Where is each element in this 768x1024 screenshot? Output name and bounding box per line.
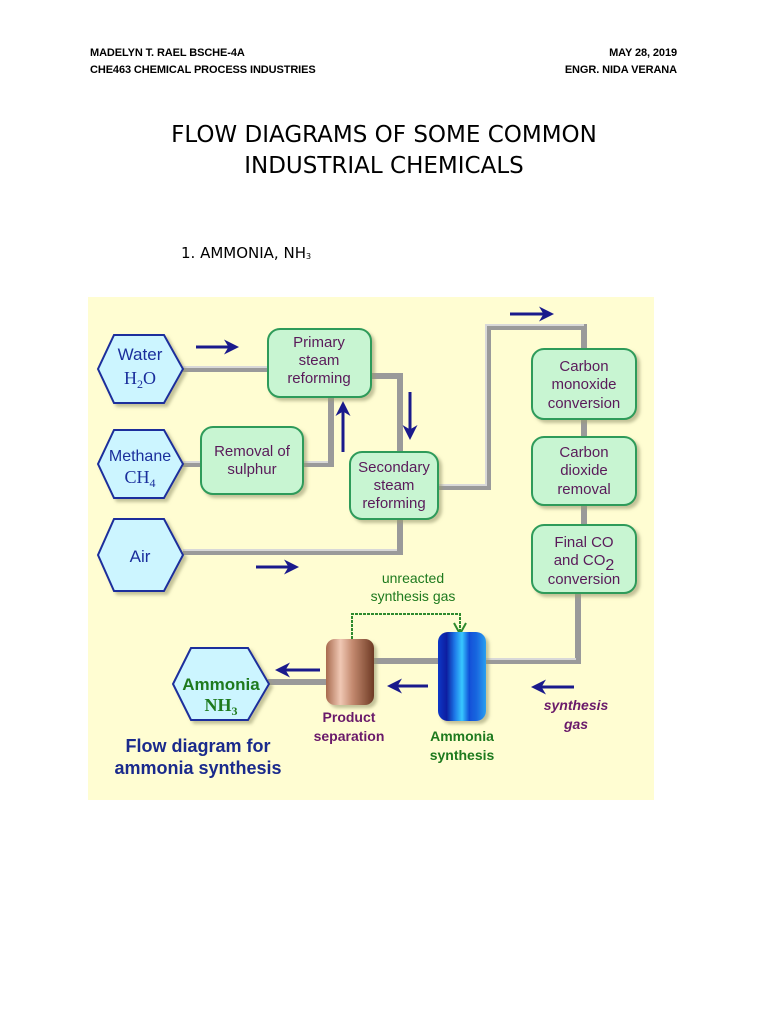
synthesis-label-1: Ammonia: [430, 728, 494, 744]
sulphur-removal-box: [200, 426, 304, 495]
recycle-line: [351, 613, 461, 639]
co2-label-1: Carbon: [559, 444, 608, 461]
water-label: Water: [118, 345, 163, 364]
secondary-label-1: Secondary: [358, 459, 430, 476]
co-conversion-box: [531, 348, 637, 420]
synthesis-gas-label-2: gas: [563, 716, 588, 732]
synthesis-gas-label-1: synthesis: [544, 697, 609, 713]
co-label-3: conversion: [548, 395, 621, 412]
sulphur-label-2: sulphur: [227, 461, 276, 478]
input-hexagons: [96, 334, 271, 721]
header-left: MADELYN T. RAEL BSCHE-4A CHE463 CHEMICAL…: [90, 45, 316, 79]
recycle-label-2: synthesis gas: [371, 588, 456, 604]
co2-removal-box: [531, 436, 637, 506]
caption-line-1: Flow diagram for: [125, 736, 270, 756]
pipe-secondary-co: [438, 324, 587, 490]
diagram-caption: Flow diagram for ammonia synthesis: [114, 736, 281, 778]
primary-reforming-box: [267, 328, 372, 398]
section-heading: 1. AMMONIA, NH3: [181, 244, 311, 262]
caption-line-2: ammonia synthesis: [114, 758, 281, 778]
hexagon-labels: Water H2O Methane CH4 Air Ammonia NH3: [109, 345, 260, 718]
section-subscript: 3: [305, 252, 312, 261]
secondary-label-3: reforming: [362, 495, 425, 512]
final-label-3: conversion: [548, 571, 621, 588]
course-line: CHE463 CHEMICAL PROCESS INDUSTRIES: [90, 64, 316, 76]
primary-label-2: steam: [299, 352, 340, 369]
process-boxes: [200, 328, 637, 594]
methane-hexagon: [96, 429, 185, 499]
water-hexagon: [96, 334, 185, 404]
ammonia-formula: NH3: [205, 695, 238, 718]
process-labels: Primary steam reforming Removal of sulph…: [214, 334, 620, 588]
title-line-2: INDUSTRIAL CHEMICALS: [244, 153, 524, 179]
ammonia-flow-diagram: Water H2O Methane CH4 Air Ammonia NH3 Pr…: [88, 297, 654, 800]
separation-label-2: separation: [314, 728, 385, 744]
co-label-1: Carbon: [559, 358, 608, 375]
section-label: 1. AMMONIA, NH: [181, 244, 306, 262]
vessel-labels: unreacted synthesis gas Product separati…: [314, 570, 609, 763]
sulphur-label-1: Removal of: [214, 443, 291, 460]
recycle-label-1: unreacted: [382, 570, 444, 586]
pipe-primary-secondary: [371, 373, 403, 467]
ammonia-label: Ammonia: [182, 675, 260, 694]
flow-arrows: [196, 306, 574, 695]
pipe-final-synth: [468, 592, 581, 664]
author-line: MADELYN T. RAEL BSCHE-4A: [90, 47, 245, 59]
page-title: FLOW DIAGRAMS OF SOME COMMON INDUSTRIAL …: [0, 120, 768, 182]
ammonia-reactor-vessel: [438, 632, 486, 721]
synthesis-label-2: synthesis: [430, 747, 495, 763]
methane-formula: CH4: [124, 467, 155, 490]
diagram-svg: Water H2O Methane CH4 Air Ammonia NH3 Pr…: [96, 306, 637, 778]
water-formula: H2O: [124, 368, 156, 391]
primary-label-3: reforming: [287, 370, 350, 387]
secondary-label-2: steam: [374, 477, 415, 494]
final-conversion-box: [531, 524, 637, 594]
co-label-2: monoxide: [551, 376, 616, 393]
primary-label-1: Primary: [293, 334, 345, 351]
date-line: MAY 28, 2019: [609, 47, 677, 59]
product-separator-vessel: [326, 639, 374, 705]
instructor-line: ENGR. NIDA VERANA: [564, 64, 677, 76]
final-label-1: Final CO: [554, 534, 613, 551]
co2-label-3: removal: [557, 481, 610, 498]
methane-label: Methane: [109, 448, 171, 465]
air-label: Air: [130, 547, 151, 566]
header-right: MAY 28, 2019 ENGR. NIDA VERANA: [565, 45, 677, 79]
ammonia-hexagon: [171, 647, 271, 721]
title-line-1: FLOW DIAGRAMS OF SOME COMMON: [171, 122, 597, 148]
secondary-reforming-box: [349, 451, 439, 520]
final-label-2: and CO2: [554, 552, 615, 574]
co2-label-2: dioxide: [560, 462, 608, 479]
air-hexagon: [96, 518, 185, 592]
separation-label-1: Product: [323, 709, 376, 725]
